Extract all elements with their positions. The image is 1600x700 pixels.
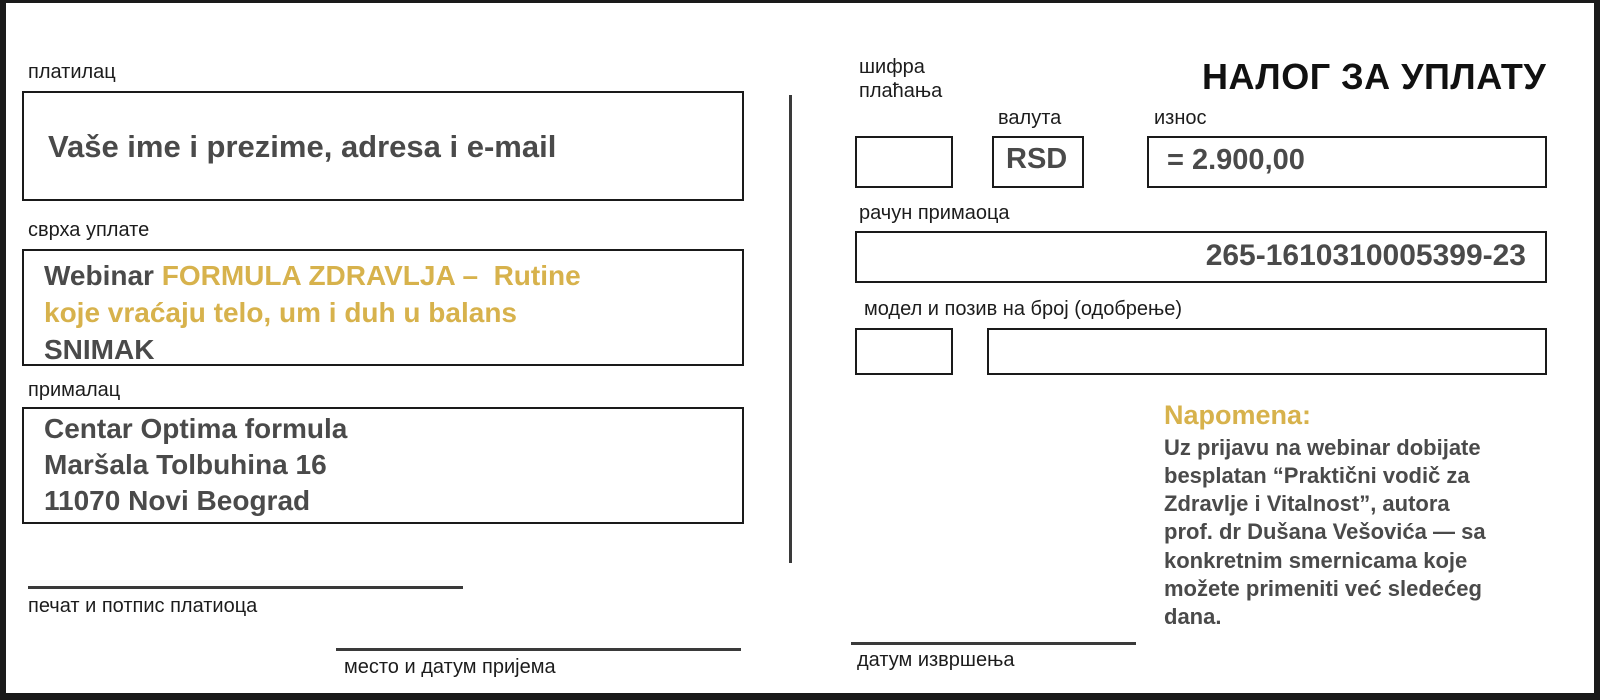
recipient-line2: Maršala Tolbuhina 16 <box>44 449 327 481</box>
currency-caption: валута <box>998 107 1062 129</box>
purpose-value: Webinar FORMULA ZDRAVLJA – Rutine koje vr… <box>44 257 724 369</box>
purpose-line3: SNIMAK <box>44 334 155 366</box>
stamp-signature-caption: печат и потпис платиоца <box>28 595 258 617</box>
page-title: НАЛОГ ЗА УПЛАТУ <box>1202 56 1547 97</box>
reference-number-field[interactable] <box>987 328 1547 375</box>
purpose-field[interactable] <box>22 249 744 366</box>
recipient-caption: прималац <box>28 379 121 401</box>
account-value: 265-1610310005399-23 <box>1205 239 1526 272</box>
payer-caption: платилац <box>28 61 116 83</box>
recipient-line3: 11070 Novi Beograd <box>44 485 311 517</box>
execution-date-caption: датум извршења <box>857 649 1015 671</box>
place-date-line <box>336 648 741 651</box>
currency-value: RSD <box>1006 143 1068 175</box>
purpose-caption: сврха уплате <box>28 219 150 241</box>
payment-code-caption-line2: плаћања <box>859 80 943 103</box>
amount-field[interactable] <box>1147 136 1547 188</box>
payment-code-field[interactable] <box>855 136 953 188</box>
reference-caption: модел и позив на број (одобрење) <box>864 298 1183 320</box>
currency-field[interactable] <box>992 136 1084 188</box>
reference-model-field[interactable] <box>855 328 953 375</box>
purpose-line2-accent: koje vraćaju telo, um i duh u balans <box>44 297 518 329</box>
panel-divider <box>789 95 792 563</box>
note-block: Napomena: Uz prijavu na webinar dobijate… <box>1164 400 1564 631</box>
amount-caption: износ <box>1154 107 1207 129</box>
place-date-caption: место и датум пријема <box>344 656 556 678</box>
stamp-signature-line <box>28 586 463 589</box>
purpose-line1-accent: FORMULA ZDRAVLJA – Rutine <box>161 260 581 291</box>
amount-value: = 2.900,00 <box>1167 144 1305 176</box>
account-field[interactable] <box>855 231 1547 283</box>
execution-date-line <box>851 642 1136 645</box>
payer-value: Vaše ime i prezime, adresa i e-mail <box>48 129 557 164</box>
account-caption: рачун примаоца <box>859 202 1010 224</box>
note-title: Napomena: <box>1164 400 1312 430</box>
recipient-line1: Centar Optima formula <box>44 413 348 444</box>
note-body: Uz prijavu na webinar dobijate besplatan… <box>1164 435 1486 629</box>
payer-field[interactable] <box>22 91 744 201</box>
recipient-field[interactable] <box>22 407 744 524</box>
purpose-line1-prefix: Webinar <box>44 260 162 291</box>
payment-code-caption-line1: шифра <box>859 56 925 78</box>
